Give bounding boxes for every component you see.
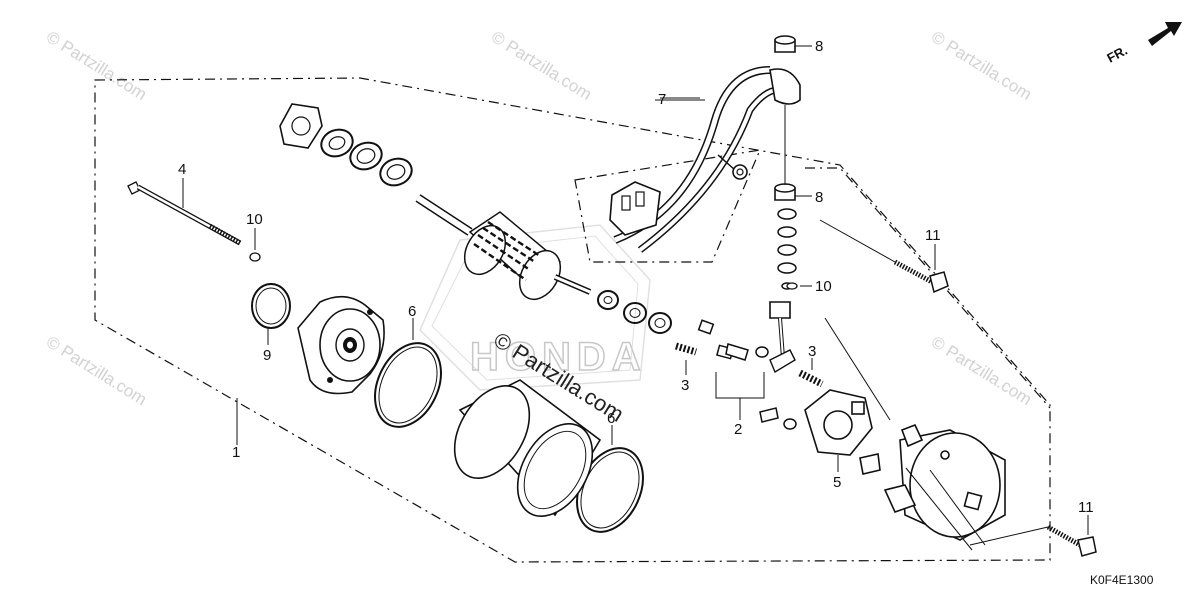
part-terminal-bolt[interactable] — [769, 301, 796, 374]
callout-labels: 1 2 3 3 4 5 6 6 7 8 8 9 10 10 11 11 — [178, 38, 1094, 516]
diagram-code: K0F4E1300 — [1090, 573, 1154, 587]
part-8-nut-middle[interactable] — [774, 183, 812, 201]
front-direction-label: FR. — [1104, 43, 1130, 66]
watermark-mid-right: © Partzilla.com — [928, 332, 1035, 409]
part-11-bolt-upper[interactable] — [819, 219, 949, 294]
assembly-outline — [94, 77, 1051, 563]
watermark-top-center: © Partzilla.com — [488, 27, 595, 104]
callout-11-lower: 11 — [1078, 499, 1094, 516]
brand-logo-text: HONDA — [470, 335, 647, 379]
callout-1: 1 — [232, 444, 240, 461]
callout-11-upper: 11 — [925, 227, 941, 244]
part-7-starter-cable[interactable] — [609, 66, 801, 253]
callout-3-left: 3 — [681, 377, 689, 394]
callout-3-right: 3 — [808, 343, 816, 360]
part-10-washer-left[interactable] — [249, 228, 261, 262]
part-rear-cover[interactable] — [883, 423, 1006, 541]
front-direction-indicator: FR. — [1104, 22, 1182, 66]
part-motor-case[interactable] — [439, 373, 607, 530]
watermark-mid-left: © Partzilla.com — [43, 332, 150, 409]
part-5-brush-holder[interactable] — [804, 389, 881, 475]
part-armature[interactable] — [415, 194, 592, 307]
part-10-washer-right[interactable] — [786, 282, 812, 290]
callout-2: 2 — [734, 421, 742, 438]
part-9-o-ring[interactable] — [251, 283, 291, 345]
callout-5: 5 — [833, 474, 841, 491]
part-8-nut-top[interactable] — [774, 35, 812, 53]
part-thrust-washers-rear[interactable] — [597, 290, 672, 334]
part-2-brush-set[interactable] — [697, 319, 797, 430]
callout-6-rear: 6 — [607, 410, 615, 427]
callout-10-left: 10 — [246, 211, 263, 228]
part-3-brush-spring-left[interactable] — [674, 342, 698, 375]
callout-8-middle: 8 — [815, 189, 823, 206]
brand-logo-background: HONDA — [419, 224, 651, 391]
part-4-bolt[interactable] — [127, 178, 242, 246]
leader-lines — [236, 97, 986, 551]
callout-9: 9 — [263, 347, 271, 364]
part-3-brush-spring-right[interactable] — [798, 358, 824, 388]
callout-10-right: 10 — [815, 278, 832, 295]
watermark-top-left: © Partzilla.com — [43, 27, 150, 104]
callout-6-front: 6 — [408, 303, 416, 320]
watermark-top-right: © Partzilla.com — [928, 27, 1035, 104]
callout-8-top: 8 — [815, 38, 823, 55]
callout-4: 4 — [178, 161, 186, 178]
part-terminal-washer-stack[interactable] — [777, 208, 797, 290]
callout-7: 7 — [658, 91, 666, 108]
part-thrust-washers-front[interactable] — [279, 103, 415, 190]
part-6-o-ring-front[interactable] — [362, 318, 454, 438]
part-front-cover[interactable] — [297, 295, 385, 395]
